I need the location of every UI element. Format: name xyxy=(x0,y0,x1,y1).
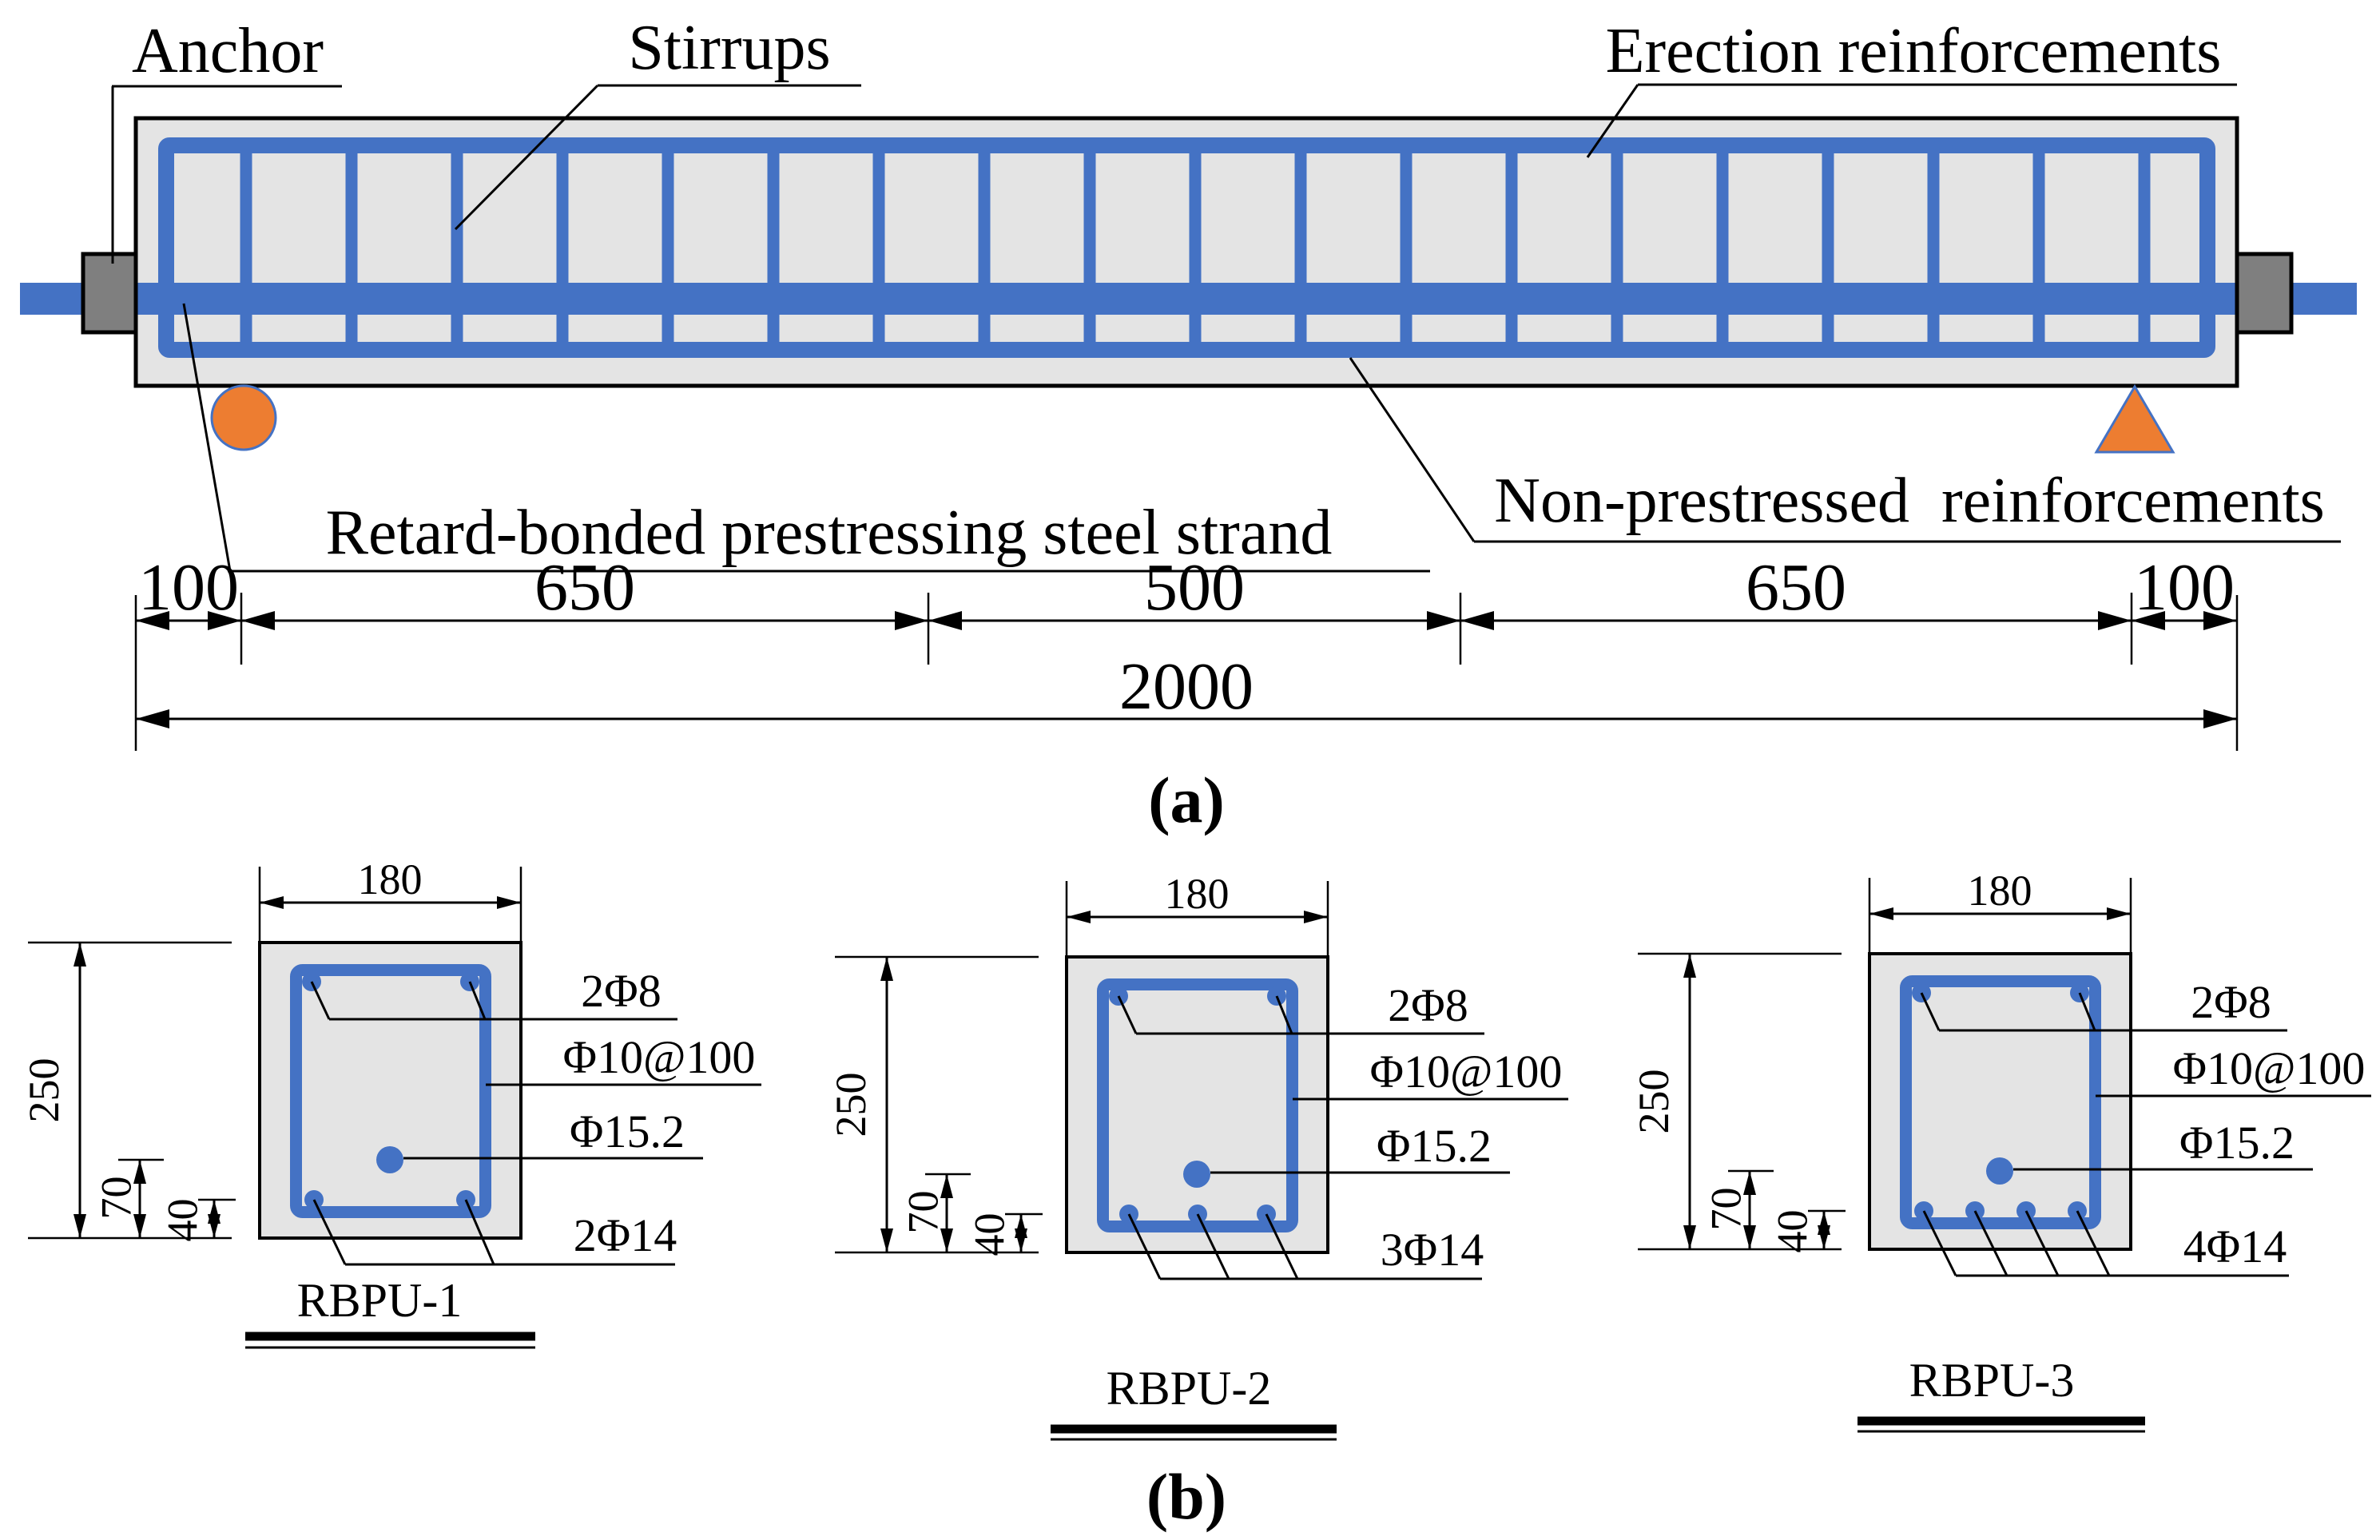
anchor-left xyxy=(81,252,138,335)
callout-underlines xyxy=(112,83,2341,573)
s3-bottom-bars-label: 4Φ14 xyxy=(2183,1220,2287,1272)
s2-dim-250: 250 xyxy=(827,1072,875,1137)
s1-dim-250: 250 xyxy=(20,1058,68,1123)
s2-dim-180: 180 xyxy=(1164,870,1230,918)
s1-strand-label: Φ15.2 xyxy=(570,1105,685,1157)
anchor-label: Anchor xyxy=(132,16,324,86)
s3-dim-70: 70 xyxy=(1702,1187,1750,1231)
s1-stirrups-label: Φ10@100 xyxy=(562,1031,756,1083)
section-concrete xyxy=(258,941,522,1240)
s3-dim-40: 40 xyxy=(1768,1209,1816,1253)
dim-650-right: 650 xyxy=(1746,550,1846,625)
section-stirrup xyxy=(290,964,491,1218)
s1-dim-180: 180 xyxy=(357,855,423,903)
stirrups-leader xyxy=(454,84,599,231)
s2-dim-70: 70 xyxy=(899,1190,947,1234)
s2-dim-40: 40 xyxy=(965,1213,1013,1256)
beam-elevation xyxy=(20,83,2357,751)
section-rbpu1 xyxy=(28,867,761,1349)
section-stirrup xyxy=(1900,975,2101,1229)
section-rbpu2 xyxy=(835,881,1568,1441)
s1-name: RBPU-1 xyxy=(296,1274,463,1327)
dim-100-left: 100 xyxy=(138,550,239,625)
roller-support-icon xyxy=(2094,384,2175,454)
leader-lines xyxy=(111,84,1639,572)
section-concrete xyxy=(1065,955,1329,1254)
dimension-row-1 xyxy=(134,593,2239,751)
panel-b-label: (b) xyxy=(1146,1460,1227,1533)
erection-leader xyxy=(1586,84,1639,158)
non-prestressed-label: Non-prestressed reinforcements xyxy=(1494,466,2325,536)
s3-dim-180: 180 xyxy=(1967,867,2032,915)
non-prestressed-leader xyxy=(1349,357,1476,542)
stirrups-label: Stirrups xyxy=(628,13,831,83)
dim-650-left: 650 xyxy=(534,550,635,625)
section-leaders xyxy=(1920,992,2371,1277)
prestressing-strand xyxy=(20,283,2357,315)
anchor-right xyxy=(2235,252,2294,335)
section-leaders xyxy=(310,981,761,1266)
section-strand-dot xyxy=(1183,1161,1210,1188)
erection-reinforcements-label: Erection reinforcements xyxy=(1605,16,2222,86)
s2-stirrups-label: Φ10@100 xyxy=(1369,1046,1563,1097)
section-rebar-dots xyxy=(1109,986,1286,1224)
section-dim-lines xyxy=(835,955,1043,1254)
section-leaders xyxy=(1117,995,1568,1280)
dim-2000-total: 2000 xyxy=(1119,649,1254,724)
s1-top-bars-label: 2Φ8 xyxy=(581,965,662,1017)
s2-bottom-bars-label: 3Φ14 xyxy=(1380,1224,1484,1276)
s3-top-bars-label: 2Φ8 xyxy=(2191,976,2271,1028)
section-dim-lines xyxy=(1638,952,1846,1251)
dim-500-mid: 500 xyxy=(1144,550,1245,625)
s2-name: RBPU-2 xyxy=(1106,1362,1272,1415)
s2-strand-label: Φ15.2 xyxy=(1377,1120,1492,1172)
s3-dim-250: 250 xyxy=(1630,1069,1678,1134)
s3-stirrups-label: Φ10@100 xyxy=(2172,1042,2366,1094)
s2-top-bars-label: 2Φ8 xyxy=(1388,979,1468,1031)
reinforcement-cage xyxy=(158,137,2215,358)
section-concrete xyxy=(1868,952,2132,1251)
s3-strand-label: Φ15.2 xyxy=(2179,1117,2295,1169)
section-rbpu3 xyxy=(1638,878,2371,1433)
s1-dim-70: 70 xyxy=(92,1176,140,1220)
concrete-beam-body xyxy=(133,116,2239,388)
section-strand-dot xyxy=(376,1146,403,1173)
section-strand-dot xyxy=(1986,1157,2013,1185)
s3-name: RBPU-3 xyxy=(1909,1354,2075,1407)
section-rebar-dots xyxy=(1912,983,2089,1220)
s1-dim-40: 40 xyxy=(158,1198,206,1242)
dim-100-right: 100 xyxy=(2134,550,2235,625)
strand-label: Retard-bonded prestressing steel strand xyxy=(325,498,1333,568)
section-dim-lines xyxy=(28,941,236,1240)
section-stirrup xyxy=(1097,978,1298,1232)
s1-bottom-bars-label: 2Φ14 xyxy=(573,1209,677,1261)
panel-a-label: (a) xyxy=(1148,764,1225,836)
strand-leader xyxy=(182,303,232,572)
pin-support-icon xyxy=(210,384,277,451)
